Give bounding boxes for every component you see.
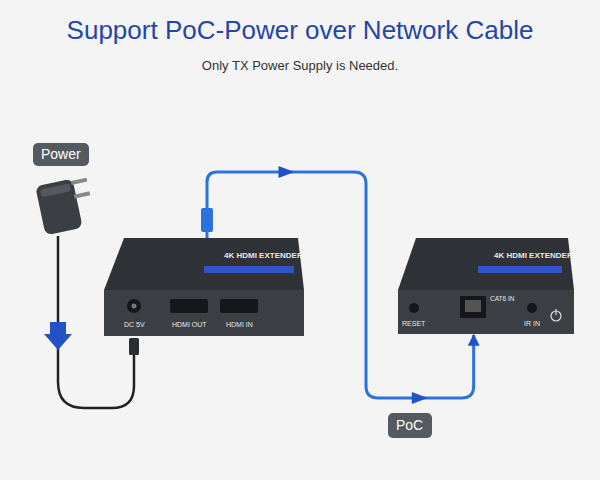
flow-arrow xyxy=(279,166,295,178)
flow-arrow xyxy=(44,322,72,350)
dc-plug xyxy=(129,338,139,355)
rj45-plug xyxy=(201,208,213,232)
box-label: PoC xyxy=(396,413,423,438)
product-name: 4K HDMI EXTENDER xyxy=(494,252,573,260)
power-adapter xyxy=(35,178,90,236)
extender-device: 4K HDMI EXTENDER RESET CAT6 IN IR IN xyxy=(398,238,574,334)
box-label: Power xyxy=(41,143,81,166)
product-name: 4K HDMI EXTENDER xyxy=(224,252,303,260)
flow-arrow xyxy=(412,392,428,404)
subtitle: Only TX Power Supply is Needed. xyxy=(0,58,600,73)
port-label: DC 5V xyxy=(124,321,145,328)
port-label: CAT6 IN xyxy=(490,296,514,303)
port-label: RESET xyxy=(402,320,425,327)
label-box: PoC xyxy=(388,413,432,438)
title: Support PoC-Power over Network Cable xyxy=(0,15,600,46)
extender-device: 4K HDMI EXTENDER DC 5V HDMI OUT HDMI IN xyxy=(104,238,304,336)
port-label: HDMI OUT xyxy=(172,321,207,328)
port-label: IR IN xyxy=(524,320,540,327)
label-box: Power xyxy=(33,143,89,166)
port-label: HDMI IN xyxy=(226,321,253,328)
